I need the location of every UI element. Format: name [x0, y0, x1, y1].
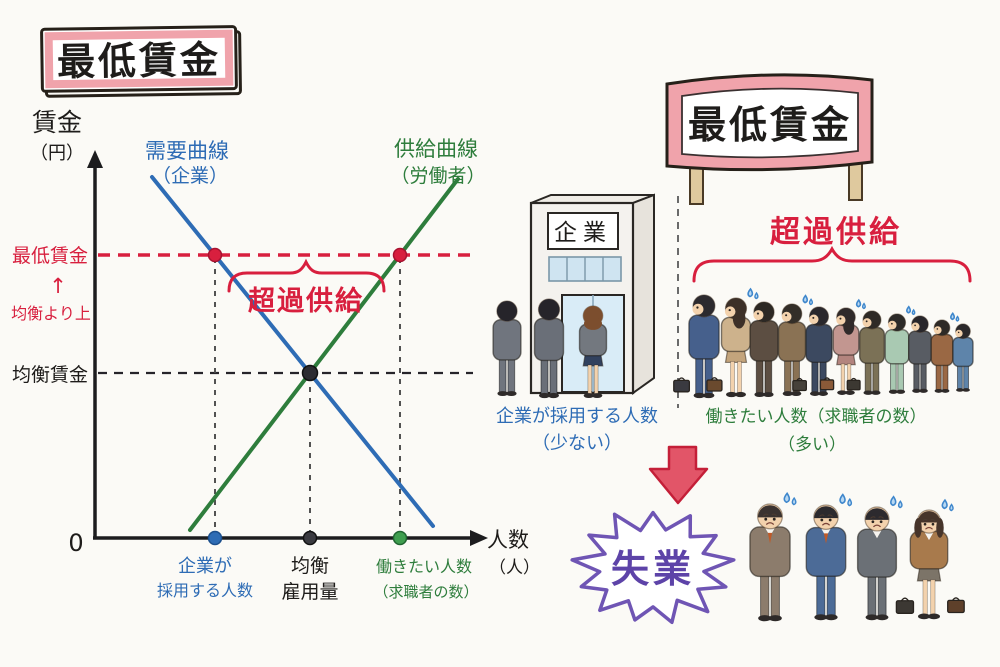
seekers-caption-2: （多い） — [778, 435, 846, 455]
sign-title: 最低賃金 — [688, 103, 852, 147]
min-wage-label: 最低賃金 — [12, 245, 88, 267]
person-figure — [673, 294, 720, 399]
unemployment-label: 失業 — [611, 547, 695, 591]
tick-eq-qty-1: 均衡 — [291, 555, 329, 577]
starburst-icon — [570, 510, 736, 625]
above-equilibrium-note: 均衡より上 — [11, 304, 91, 323]
sweat-drop-icon — [747, 287, 759, 300]
sweat-drop-icon — [950, 311, 960, 322]
y-axis-label: 賃金 — [32, 108, 82, 137]
person-figure — [856, 495, 915, 621]
tick-supply-qty-2: （求職者の数） — [373, 583, 478, 601]
supply-curve — [188, 177, 460, 532]
briefcase-icon — [673, 379, 691, 393]
building-sign — [547, 212, 619, 250]
supply-at-minwage-point — [392, 247, 408, 263]
origin-label: 0 — [68, 529, 83, 557]
building-people-group — [492, 298, 608, 399]
person-figure — [846, 310, 886, 395]
supply-curve-sublabel: （労働者） — [390, 165, 485, 187]
person-figure — [884, 305, 916, 394]
sweat-drop-icon — [890, 495, 903, 509]
queue-people-group — [673, 287, 974, 399]
demand-curve — [150, 175, 435, 528]
demand-qty-axis-dot — [207, 530, 223, 546]
supply-curve-label: 供給曲線 — [394, 137, 478, 161]
person-figure — [749, 492, 797, 622]
demand-at-minwage-point — [207, 247, 223, 263]
person-figure — [907, 315, 933, 393]
supply-qty-axis-dot — [392, 530, 408, 546]
person-figure — [909, 498, 965, 620]
x-axis-arrow-icon — [470, 530, 488, 546]
person-figure — [578, 305, 608, 399]
building-sign-label: 企業 — [554, 220, 612, 246]
hired-caption: 企業が採用する人数 — [496, 406, 658, 427]
excess-supply-brace-icon — [227, 258, 386, 293]
unemployment-burst: 失業 — [570, 510, 736, 625]
sweat-drop-icon — [855, 298, 866, 310]
sweat-drop-icon — [941, 498, 954, 512]
sweat-drop-icon — [783, 492, 797, 506]
equilibrium-point — [301, 364, 319, 382]
building-side — [632, 193, 655, 395]
briefcase-icon — [846, 379, 861, 391]
person-figure — [819, 298, 866, 395]
down-arrow-icon — [648, 445, 709, 505]
wage-chart: 賃金 （円） 人数 （人） 0 需要曲線 （企業） 供給曲線 （労働者） 最低賃… — [11, 108, 540, 603]
briefcase-icon — [792, 379, 807, 392]
demand-curve-label: 需要曲線 — [145, 139, 229, 163]
person-figure — [952, 323, 974, 392]
person-figure — [749, 301, 779, 398]
person-figure — [706, 287, 759, 398]
briefcase-icon — [706, 379, 723, 392]
equilibrium-qty-axis-dot — [302, 530, 318, 546]
person-figure — [930, 311, 960, 393]
tick-eq-qty-2: 雇用量 — [281, 581, 338, 603]
person-figure — [792, 306, 833, 396]
hired-caption-2: （少ない） — [532, 433, 622, 454]
briefcase-icon — [947, 599, 965, 614]
y-axis-arrow-icon — [87, 150, 103, 168]
left-title-box: 最低賃金 — [40, 25, 242, 98]
briefcase-icon — [895, 600, 915, 614]
briefcase-icon — [819, 379, 835, 391]
tick-supply-qty-1: 働きたい人数 — [376, 557, 472, 576]
person-figure — [533, 298, 565, 399]
excess-supply-chart-label: 超過供給 — [248, 285, 364, 317]
x-axis-unit: （人） — [489, 558, 540, 578]
equilibrium-wage-label: 均衡賃金 — [12, 364, 88, 386]
tick-demand-qty-1: 企業が — [178, 556, 232, 577]
demand-curve-sublabel: （企業） — [152, 165, 228, 187]
sweat-drop-icon — [906, 305, 916, 316]
seekers-caption: 働きたい人数（求職者の数） — [706, 407, 927, 427]
unemployed-people-group — [749, 492, 965, 622]
sign-face — [681, 87, 859, 159]
min-wage-up-arrow-icon: ↑ — [49, 274, 67, 298]
person-figure — [805, 493, 853, 621]
y-axis-unit: （円） — [30, 143, 84, 164]
sweat-drop-icon — [802, 294, 814, 306]
title-box-pink-frame — [44, 29, 234, 89]
person-figure — [492, 300, 522, 397]
minimum-wage-signboard: 最低賃金 — [665, 73, 874, 205]
tick-demand-qty-2: 採用する人数 — [157, 581, 253, 600]
x-axis-label: 人数 — [487, 528, 529, 552]
queue-brace-icon — [692, 245, 972, 283]
sweat-drop-icon — [839, 493, 853, 507]
excess-supply-scene-label: 超過供給 — [770, 215, 902, 250]
person-figure — [777, 294, 814, 397]
page-title: 最低賃金 — [57, 38, 222, 84]
